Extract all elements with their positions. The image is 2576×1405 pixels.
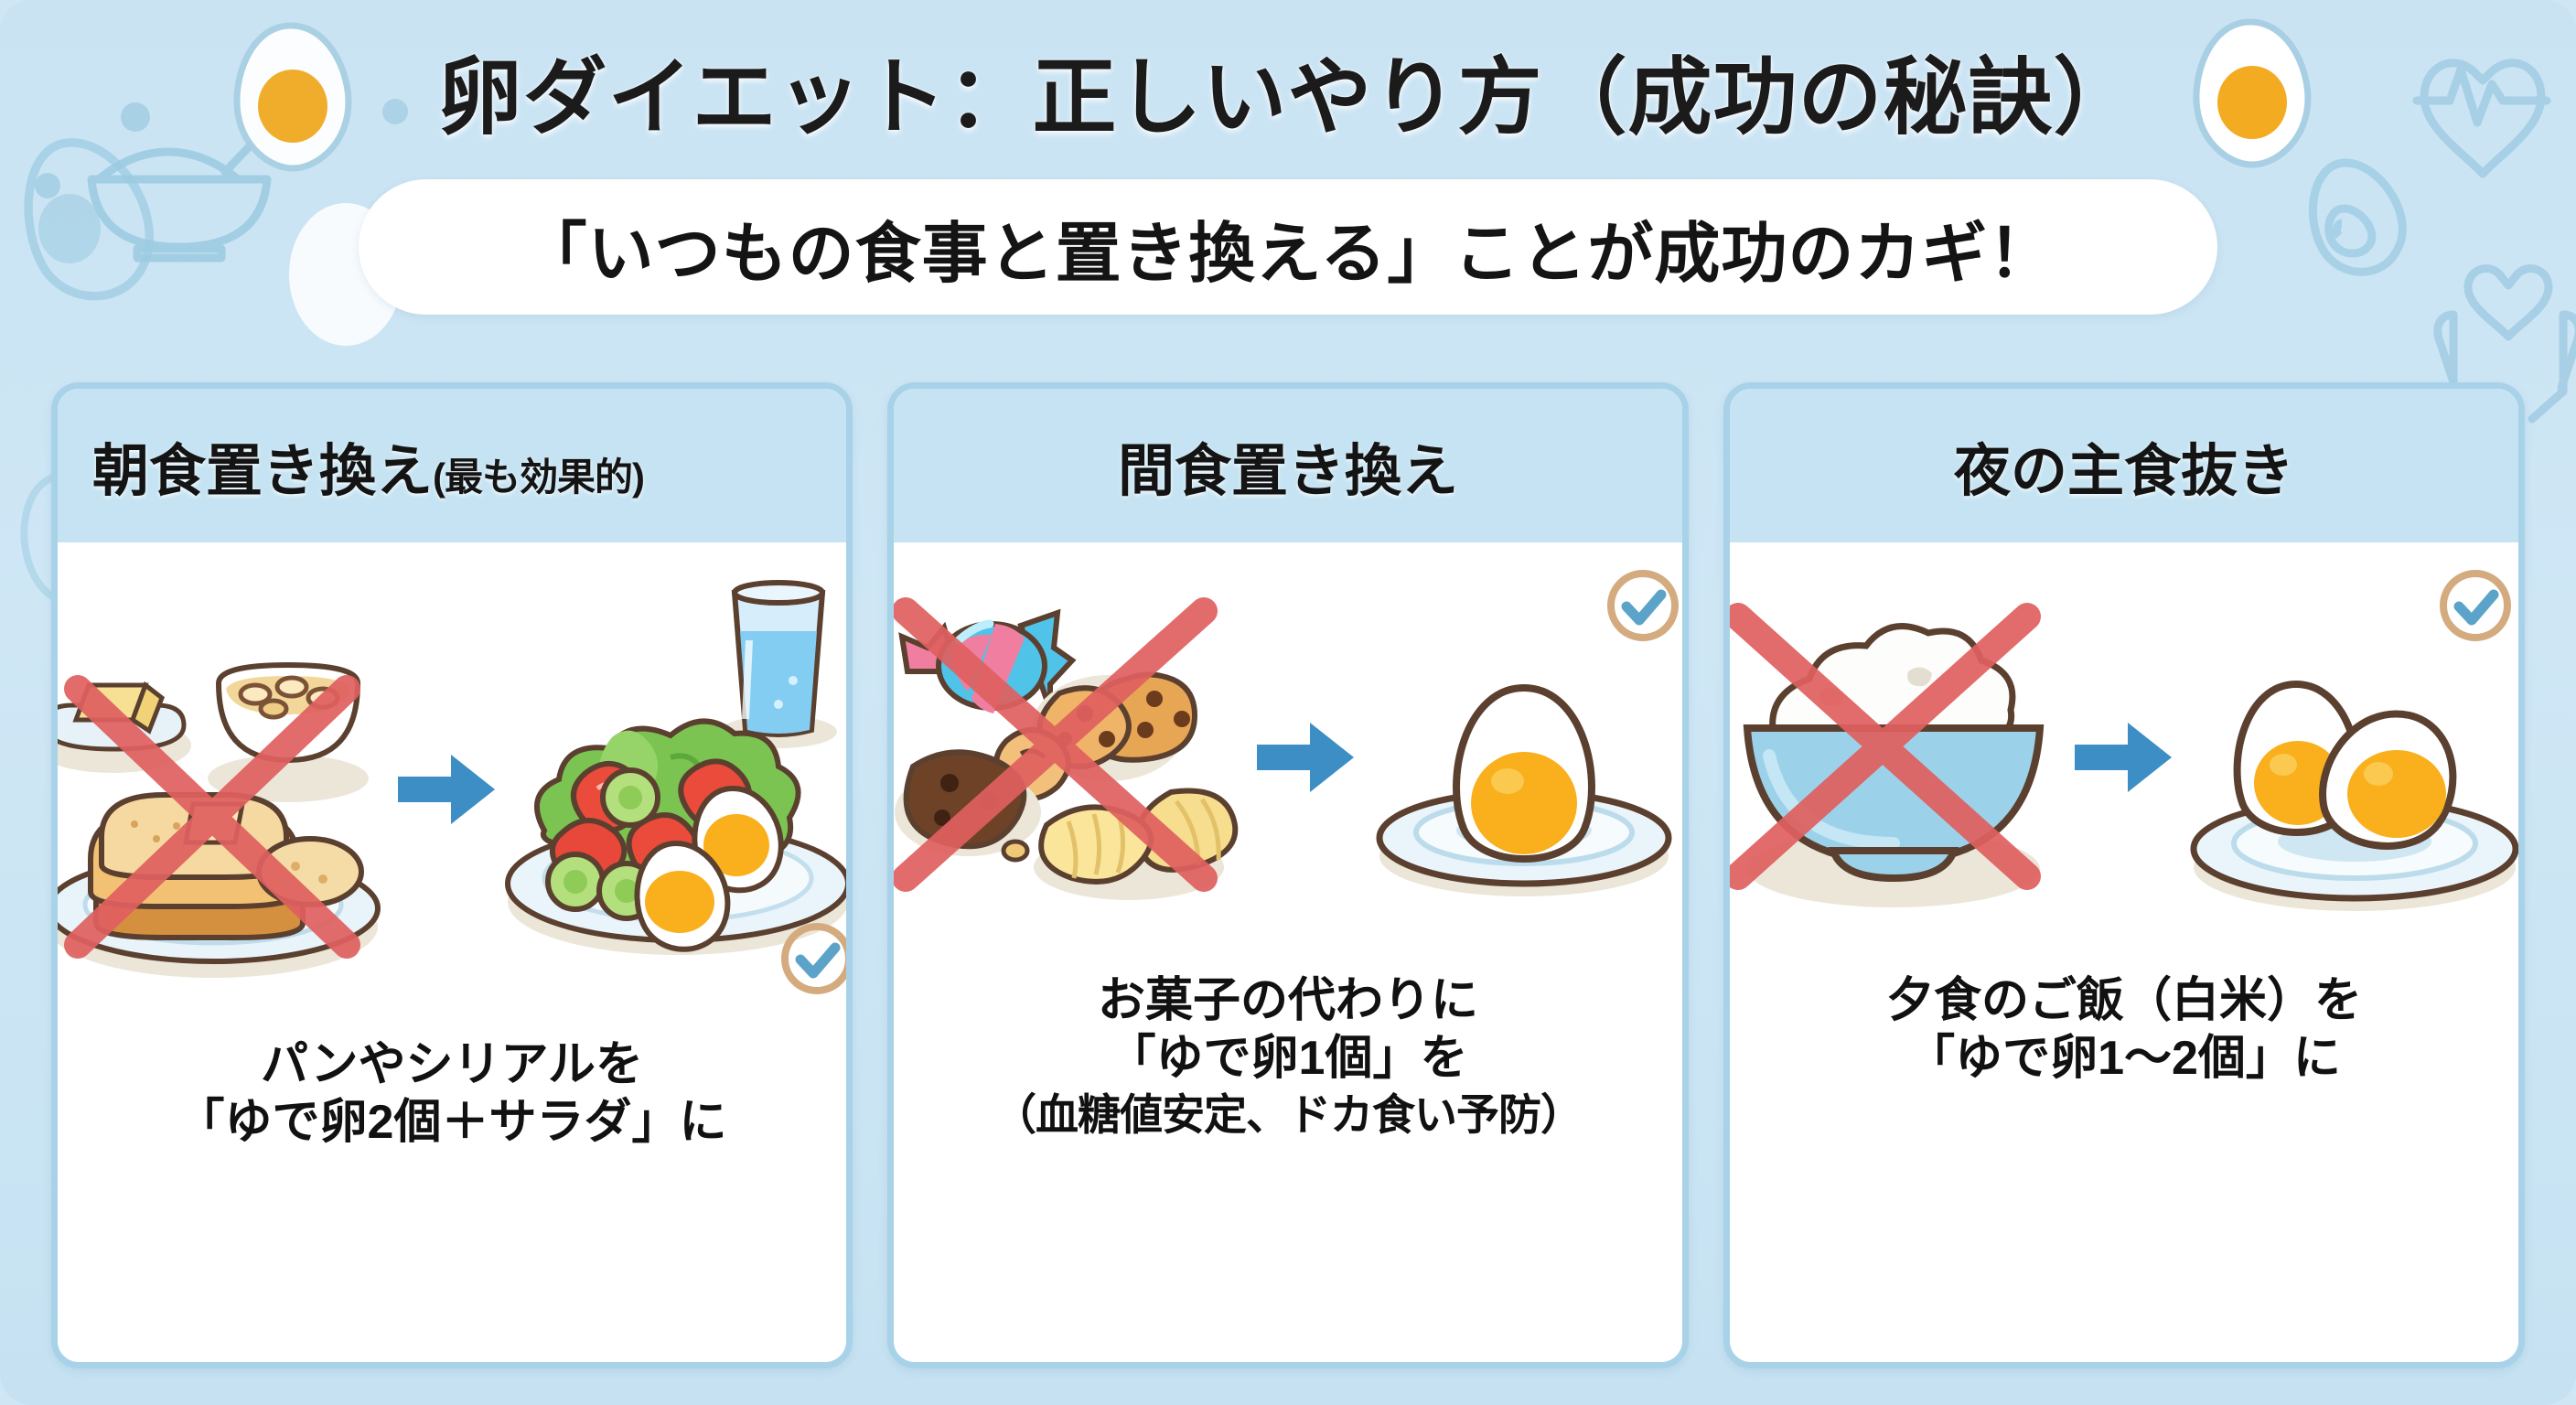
check-circle-icon: [1607, 570, 1679, 641]
card-body: 夕食のご飯（白米）を 「ゆで卵1〜2個」に: [1730, 542, 2518, 1362]
check-circle-icon: [2440, 570, 2511, 641]
page-title: 卵ダイエット：正しいやり方（成功の秘訣）: [437, 51, 2139, 145]
card-caption: お菓子の代わりに 「ゆで卵1個」を （血糖値安定、ドカ食い予防）: [894, 972, 1682, 1362]
card-caption: パンやシリアルを 「ゆで卵2個＋サラダ」に: [58, 1036, 846, 1362]
red-cross-icon: [64, 675, 360, 959]
card-body: お菓子の代わりに 「ゆで卵1個」を （血糖値安定、ドカ食い予防）: [894, 542, 1682, 1362]
card-header: 朝食置き換え (最も効果的): [58, 389, 846, 542]
illustration-before-after: [894, 542, 1682, 972]
card-title: 間食置き換え: [1117, 440, 1458, 503]
check-circle-icon: [781, 923, 846, 994]
card-snack-replacement[interactable]: 間食置き換え: [887, 382, 1689, 1368]
caption-line: パンやシリアルを: [260, 1038, 644, 1091]
caption-line: 「ゆで卵2個＋サラダ」に: [177, 1096, 727, 1150]
caption-line: （血糖値安定、ドカ食い予防）: [993, 1089, 1583, 1139]
rice-bowl-icon: [1730, 603, 2045, 907]
arrow-right-icon: [398, 753, 497, 826]
salad-with-eggs-and-water-icon: [505, 580, 846, 955]
subtitle-text: 「いつもの食事と置き換える」ことが成功のカギ！: [521, 217, 2055, 291]
illustration-before-after: [58, 542, 846, 1036]
red-cross-icon: [894, 597, 1218, 892]
after-illustration: [504, 574, 846, 1004]
after-illustration: [1363, 565, 1682, 949]
card-title-note: (最も効果的): [433, 456, 645, 499]
subtitle-banner: 「いつもの食事と置き換える」ことが成功のカギ！: [359, 179, 2217, 315]
arrow-right-icon: [1257, 721, 1356, 794]
caption-line: 「ゆで卵1個」を: [1108, 1032, 1468, 1086]
card-title: 朝食置き換え: [92, 440, 434, 503]
arrow-right-icon: [2075, 721, 2174, 794]
one-boiled-egg-on-plate-icon: [1376, 683, 1672, 896]
before-illustration: [58, 579, 391, 1000]
card-caption: 夕食のご飯（白米）を 「ゆで卵1〜2個」に: [1730, 972, 2518, 1362]
caption-line: 「ゆで卵1〜2個」に: [1907, 1032, 2341, 1086]
card-header: 間食置き換え: [894, 389, 1682, 542]
card-body: パンやシリアルを 「ゆで卵2個＋サラダ」に: [58, 542, 846, 1362]
card-title: 夜の主食抜き: [1953, 440, 2294, 503]
toast-and-cereal-icon: [58, 661, 381, 978]
two-boiled-eggs-on-plate-icon: [2190, 680, 2518, 911]
after-illustration: [2181, 565, 2518, 949]
card-header: 夜の主食抜き: [1730, 389, 2518, 542]
before-illustration: [894, 593, 1250, 922]
red-cross-icon: [1730, 603, 2041, 890]
before-illustration: [1730, 584, 2067, 931]
card-dinner-carb-skip[interactable]: 夜の主食抜き: [1723, 382, 2525, 1368]
sweets-and-chips-icon: [894, 597, 1239, 900]
cards-row: 朝食置き換え (最も効果的): [51, 382, 2525, 1368]
caption-line: お菓子の代わりに: [1097, 974, 1478, 1027]
illustration-before-after: [1730, 542, 2518, 972]
header: 卵ダイエット：正しいやり方（成功の秘訣） 「いつもの食事と置き換える」ことが成功…: [0, 0, 2576, 357]
caption-line: 夕食のご飯（白米）を: [1885, 974, 2362, 1027]
card-breakfast-replacement[interactable]: 朝食置き換え (最も効果的): [51, 382, 853, 1368]
